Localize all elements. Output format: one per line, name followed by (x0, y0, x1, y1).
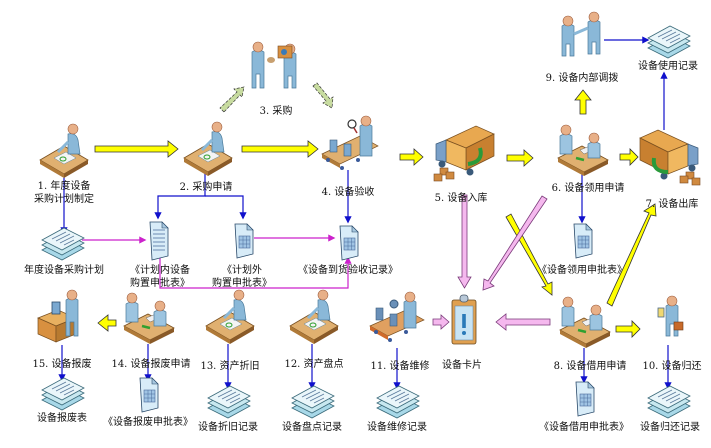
arrow-s8-s7 (606, 203, 657, 307)
step-6-icon[interactable] (556, 123, 610, 178)
doc-scrap-form-label: 设备报废表 (37, 413, 87, 424)
arrow-s3-s4 (312, 82, 334, 109)
doc-inplan-approval-icon[interactable] (149, 221, 169, 261)
doc-annual-plan-icon[interactable] (41, 227, 85, 261)
doc-equipment-card-label: 设备卡片 (442, 360, 482, 371)
green-purchase-arrows (219, 82, 334, 113)
step-6-label: 6. 设备领用申请 (551, 183, 625, 194)
doc-outplan-approval-icon[interactable] (234, 223, 254, 259)
doc-inplan-approval-line2: 购置申批表》 (130, 278, 190, 289)
arrow-s6-card (482, 195, 548, 291)
doc-scrap-approval-label: 《设备报废申批表》 (103, 417, 193, 428)
step-3-label: 3. 采购 (259, 106, 293, 117)
step-11-icon[interactable] (369, 291, 425, 342)
step-13-label: 13. 资产折旧 (200, 361, 260, 372)
doc-use-record-label: 设备使用记录 (638, 61, 698, 72)
step-9-icon[interactable] (561, 11, 601, 57)
step-5-icon[interactable] (433, 125, 495, 182)
step-4-icon[interactable] (321, 115, 379, 170)
arrow-s8-card (495, 313, 551, 331)
step-15-icon[interactable] (37, 289, 79, 343)
doc-acceptance-record-label: 《设备到货验收记录》 (298, 265, 398, 276)
doc-repair-record-label: 设备维修记录 (367, 422, 427, 433)
step-7-label: 7. 设备出库 (645, 199, 699, 210)
arrow-s6-s7 (619, 148, 639, 166)
step-14-icon[interactable] (122, 291, 176, 346)
doc-use-record-icon[interactable] (647, 25, 691, 59)
doc-requisition-approval-label: 《设备领用申批表》 (537, 265, 627, 276)
arrow-s14-s15 (97, 314, 117, 332)
connector-s2-outplan (205, 195, 247, 220)
step-14-label: 14. 设备报废申请 (111, 359, 191, 370)
arrow-s6-s9 (574, 89, 592, 115)
step-15-label: 15. 设备报废 (32, 359, 92, 370)
step-11-label: 11. 设备维修 (370, 361, 430, 372)
arrow-s5-s6 (506, 149, 534, 167)
doc-depreciation-record-label: 设备折旧记录 (198, 422, 258, 433)
connector-inplan-accept (159, 256, 352, 289)
step-5-label: 5. 设备入库 (434, 193, 488, 204)
blue-connectors (58, 36, 672, 390)
doc-inplan-approval-label: 《计划内设备 购置申批表》 (130, 264, 190, 290)
step-1-label-line1: 1. 年度设备 (37, 181, 91, 192)
arrow-s11-card (432, 314, 450, 330)
step-12-icon[interactable] (288, 288, 340, 346)
arrow-s5-card (457, 194, 472, 289)
step-2-icon[interactable] (182, 120, 234, 178)
doc-outplan-approval-line2: 购置申批表》 (212, 278, 272, 289)
arrow-s2-s3 (219, 86, 245, 113)
doc-inplan-approval-line1: 《计划内设备 (130, 265, 190, 276)
step-3-icon[interactable] (251, 41, 297, 89)
doc-equipment-card-icon[interactable] (451, 294, 477, 345)
doc-scrap-approval-icon[interactable] (139, 377, 159, 413)
step-1-label-line2: 采购计划制定 (34, 194, 94, 205)
doc-annual-plan-label: 年度设备采购计划 (24, 265, 104, 276)
step-10-label: 10. 设备归还 (642, 361, 702, 372)
doc-borrow-approval-label: 《设备借用申批表》 (539, 422, 629, 433)
doc-repair-record-icon[interactable] (376, 385, 420, 419)
doc-borrow-approval-icon[interactable] (575, 381, 595, 417)
doc-requisition-approval-icon[interactable] (573, 223, 593, 259)
arrow-s4-s5 (399, 148, 424, 166)
connector-s2-inplan (154, 168, 206, 220)
step-7-icon[interactable] (639, 129, 701, 186)
doc-inventory-record-label: 设备盘点记录 (282, 422, 342, 433)
step-2-label: 2. 采购申请 (179, 182, 233, 193)
step-8-icon[interactable] (558, 295, 612, 350)
doc-depreciation-record-icon[interactable] (207, 385, 251, 419)
doc-scrap-form-icon[interactable] (41, 377, 85, 411)
doc-outplan-approval-label: 《计划外 购置申批表》 (212, 264, 272, 290)
arrow-s1-s2 (94, 140, 179, 158)
step-9-label: 9. 设备内部调拨 (545, 73, 619, 84)
arrow-s8-s10 (615, 320, 641, 338)
step-1-label: 1. 年度设备 采购计划制定 (34, 180, 94, 206)
step-1-icon[interactable] (38, 122, 90, 180)
step-12-label: 12. 资产盘点 (284, 359, 344, 370)
doc-return-record-label: 设备归还记录 (640, 422, 700, 433)
step-13-icon[interactable] (204, 288, 256, 346)
doc-return-record-icon[interactable] (647, 385, 691, 419)
step-10-icon[interactable] (657, 295, 684, 337)
doc-acceptance-record-icon[interactable] (339, 225, 359, 261)
step-4-label: 4. 设备验收 (321, 187, 375, 198)
step-8-label: 8. 设备借用申请 (553, 361, 627, 372)
pink-card-arrows (432, 194, 551, 331)
doc-inventory-record-icon[interactable] (291, 385, 335, 419)
doc-outplan-approval-line1: 《计划外 (222, 265, 262, 276)
magenta-connectors (82, 234, 352, 289)
arrow-s2-s4 (241, 140, 319, 158)
